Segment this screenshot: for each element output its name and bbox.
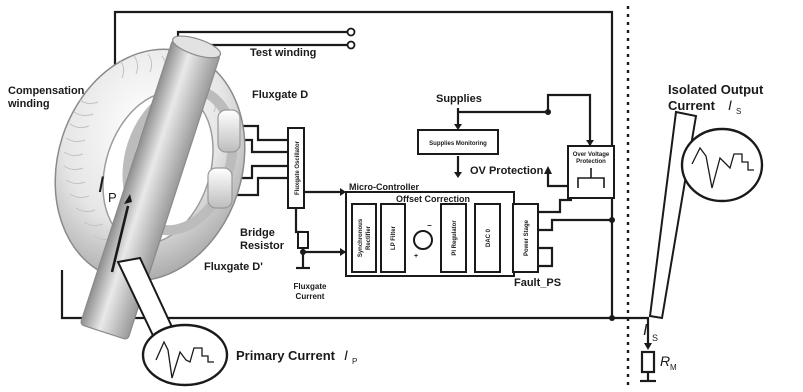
sensor-head	[54, 35, 246, 340]
wire-ps-out-1	[538, 198, 572, 214]
arrow-monitor	[454, 172, 462, 178]
wire-bottom-loop	[60, 270, 640, 320]
ip-subscript: P	[108, 190, 117, 205]
wire-ov	[546, 176, 568, 188]
isolated-output-label-2: Current	[668, 98, 716, 113]
measuring-resistor	[640, 350, 656, 374]
sync-rectifier-label-1: Synchronous	[358, 218, 364, 257]
is-symbol: I	[643, 322, 648, 339]
primary-current-magnifier	[116, 256, 229, 387]
primary-current-label: Primary Current	[236, 348, 336, 363]
supplies-monitoring-block	[417, 129, 499, 155]
rm-symbol: R	[660, 353, 670, 369]
arrow-ov-up	[544, 166, 552, 174]
test-winding-terminal-1	[346, 27, 356, 37]
micro-controller-label: Micro-Controller	[349, 182, 419, 192]
fluxgate-d-label: Fluxgate D	[252, 89, 308, 101]
test-winding-label: Test winding	[250, 47, 316, 59]
wire-output-to-rm	[640, 316, 650, 345]
fluxgate-dp-label: Fluxgate D'	[204, 261, 263, 273]
fluxgate-oscillator-label: Fluxgate Oscillator	[295, 140, 301, 195]
supplies-label: Supplies	[436, 93, 482, 105]
ip-symbol: I	[98, 172, 104, 197]
isolated-output-label-1: Isolated Output	[668, 82, 764, 97]
wire-supplies-right	[458, 93, 592, 145]
junction-supplies	[545, 109, 551, 115]
sync-rectifier-label-2: Rectifier	[366, 225, 372, 250]
junction-right	[609, 217, 615, 223]
fluxgate-d-coil	[217, 109, 241, 153]
arrow-bridge	[340, 248, 346, 256]
bridge-resistor-label-1: Bridge	[240, 227, 275, 239]
offset-correction-label: Offset Correction	[396, 194, 470, 204]
pi-regulator-label: PI Regulator	[452, 220, 458, 256]
wire-ps-out-2	[538, 190, 614, 232]
summing-junction	[413, 230, 433, 250]
fluxgate-dp-coil	[207, 167, 233, 209]
ovp-label-1: Over Voltage	[573, 152, 610, 158]
synchronous-rectifier-block	[351, 203, 377, 273]
arrow-is	[644, 343, 652, 350]
supplies-monitoring-label: Supplies Monitoring	[429, 141, 487, 147]
isolated-output-subscript: S	[736, 107, 741, 116]
wire-fluxgate-d-1	[238, 124, 288, 142]
wire-top-loop	[113, 10, 614, 190]
primary-conductor	[80, 35, 222, 340]
pi-regulator-block	[440, 203, 467, 273]
sum-plus: +	[414, 253, 418, 260]
output-waveform	[691, 146, 754, 189]
isolated-output-symbol: I	[728, 97, 732, 113]
arrow-osc-mcu-right	[340, 188, 346, 196]
ov-protection-label: OV Protection	[470, 165, 544, 177]
fault-ps-label: Fault_PS	[514, 277, 561, 289]
arrow-supplies	[454, 124, 462, 130]
wire-fluxgate-dp-2	[232, 176, 288, 197]
lp-filter-block	[380, 203, 406, 273]
power-stage-label: Power Stage	[524, 219, 530, 256]
fluxgate-current-label-1: Fluxgate	[294, 282, 327, 291]
dac-block	[474, 203, 501, 273]
bridge-resistor-label-2: Resistor	[240, 240, 285, 252]
test-winding-terminal-2	[346, 40, 356, 50]
lp-filter-label: LP Filter	[391, 225, 397, 250]
compensation-winding-label-2: winding	[7, 98, 50, 110]
junction-bridge	[300, 249, 306, 255]
wire-osc-to-bridge	[294, 208, 303, 234]
primary-current-arrowhead	[124, 194, 132, 204]
ovp-label-2: Protection	[576, 159, 606, 165]
output-magnifier-lens	[680, 127, 764, 203]
primary-current-symbol: I	[344, 347, 348, 363]
compensation-winding-label-1: Compensation	[8, 85, 85, 97]
is-subscript: S	[652, 333, 658, 343]
rm-subscript: M	[670, 363, 677, 372]
power-stage-block	[512, 203, 539, 273]
bridge-resistor	[297, 231, 309, 249]
primary-current-arrow	[110, 205, 130, 273]
fluxgate-oscillator-block	[287, 127, 305, 209]
fluxgate-current-label-2: Current	[296, 292, 325, 301]
arrow-ovp-supply	[586, 140, 594, 146]
primary-waveform	[155, 340, 214, 379]
dac-label: DAC 0	[486, 228, 492, 247]
output-current-magnifier	[648, 110, 764, 320]
sum-minus: −	[427, 221, 432, 230]
primary-magnifier-lens	[141, 323, 229, 387]
junction-output	[609, 315, 615, 321]
primary-current-subscript: P	[352, 357, 357, 366]
